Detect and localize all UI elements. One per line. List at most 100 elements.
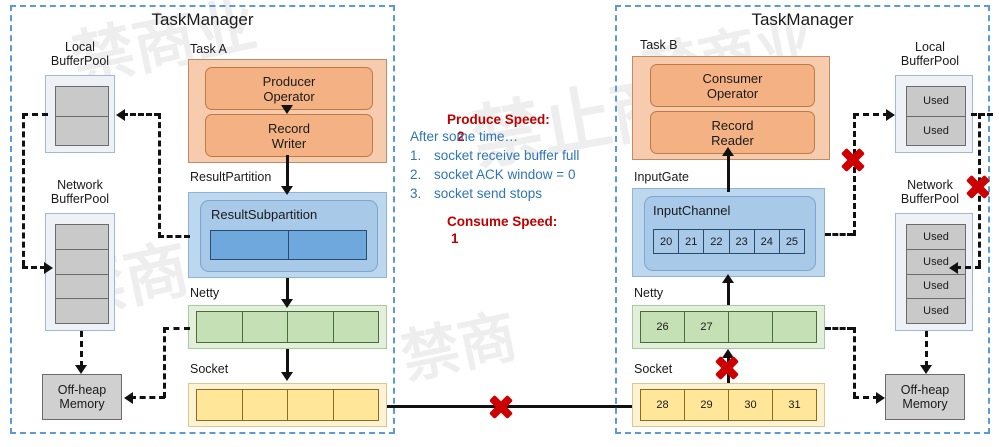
buffer-cell: 24 (754, 230, 780, 253)
right-network-bufferpool-caption-line2: BufferPool (900, 192, 960, 206)
dash-inputgate-to-localpool-v (853, 113, 856, 236)
right-network-bufferpool: Used Used Used Used (895, 213, 973, 331)
dash-right-netty-to-offheap-h2 (853, 396, 879, 399)
dash-partition-to-localpool-h2 (122, 113, 160, 116)
left-netty-cells (196, 311, 379, 343)
pool-cell: Used (907, 250, 965, 275)
blocker-x-icon-right-network-pool-request (965, 174, 991, 200)
left-netty-caption: Netty (190, 286, 220, 300)
dash-networkpool-to-offheap-right-v (925, 331, 928, 367)
dash-netty-to-offheap-arrow (124, 392, 133, 404)
left-producer-operator-line1: Producer (262, 73, 316, 89)
left-network-bufferpool-caption: Network BufferPool (28, 178, 132, 206)
dash-right-netty-to-offheap-h1 (825, 327, 853, 330)
timeline-note-item-text: socket receive buffer full (434, 148, 580, 163)
dash-localpool-to-networkpool-v (22, 113, 25, 266)
right-network-bufferpool-caption: Network BufferPool (878, 178, 982, 206)
arrow-inputgate-to-reader-head (722, 147, 734, 156)
left-taskmanager-panel (10, 5, 395, 434)
arrow-inputgate-to-reader-line (727, 152, 730, 192)
right-local-bufferpool-cells: Used Used (906, 86, 966, 146)
left-network-bufferpool-caption-line2: BufferPool (50, 192, 110, 206)
pool-cell: Used (907, 225, 965, 250)
arrow-writer-to-partition-line (286, 155, 289, 188)
right-socket-caption: Socket (634, 362, 673, 376)
arrow-socket-to-netty-head (722, 349, 734, 358)
right-task-caption: Task B (640, 38, 678, 52)
watermark-5: 禁商 (395, 303, 523, 392)
dash-localpool-to-networkpool-right-h2 (955, 266, 981, 269)
right-network-bufferpool-cells: Used Used Used Used (906, 224, 966, 324)
arrow-partition-to-netty-head (281, 299, 293, 308)
buffer-cell (288, 390, 334, 420)
right-local-bufferpool: Used Used (895, 75, 973, 153)
dash-networkpool-to-offheap-arrow (75, 365, 87, 374)
left-resultsubpartition-label: ResultSubpartition (211, 207, 318, 222)
right-network-bufferpool-caption-line1: Network (907, 178, 953, 192)
dash-localpool-to-networkpool-right-h1 (971, 113, 993, 116)
left-network-bufferpool (45, 213, 115, 331)
buffer-cell: 28 (641, 390, 685, 420)
timeline-note-item: 1. socket receive buffer full (410, 146, 610, 165)
timeline-note-item-text: socket send stops (434, 186, 543, 201)
produce-speed-label: Produce Speed: (447, 112, 550, 127)
arrow-netty-to-inputgate-line (727, 280, 730, 305)
buffer-cell: 26 (641, 312, 685, 342)
arrow-writer-to-partition-head (281, 186, 293, 195)
left-local-bufferpool (45, 75, 115, 153)
right-netty-caption: Netty (634, 286, 664, 300)
right-local-bufferpool-caption-line2: BufferPool (900, 54, 960, 68)
buffer-cell: 23 (729, 230, 755, 253)
buffer-cell (288, 312, 334, 342)
pool-cell (56, 250, 108, 275)
pool-cell (56, 299, 108, 323)
dash-localpool-to-networkpool-h2 (22, 266, 46, 269)
left-taskmanager-title: TaskManager (151, 10, 254, 29)
buffer-cell (197, 390, 243, 420)
right-consumer-operator-line1: Consumer (702, 70, 763, 86)
timeline-note-item-num: 1. (410, 148, 422, 163)
right-consumer-operator-line2: Operator (706, 85, 759, 101)
left-offheap-memory: Off-heap Memory (42, 374, 122, 420)
dash-networkpool-to-offheap-v (80, 331, 83, 367)
buffer-cell (333, 390, 378, 420)
right-taskmanager-title: TaskManager (751, 10, 854, 29)
buffer-cell: 30 (729, 390, 773, 420)
left-producer-operator-line2: Operator (263, 88, 315, 104)
timeline-note-item-num: 3. (410, 186, 422, 201)
buffer-cell (289, 231, 366, 259)
left-resultsubpartition-cells (210, 230, 367, 260)
buffer-cell: 21 (679, 230, 705, 253)
arrow-partition-to-netty-line (286, 278, 289, 302)
consume-speed-value: 1 (451, 231, 459, 246)
right-consumer-operator: Consumer Operator (650, 64, 815, 107)
arrow-producer-to-writer-head (281, 105, 293, 114)
dash-netty-to-offheap-v (163, 327, 166, 398)
right-offheap-memory-line1: Off-heap (900, 383, 950, 397)
right-inputchannel-cells: 20 21 22 23 24 25 (653, 229, 805, 254)
buffer-cell (242, 312, 288, 342)
buffer-cell: 27 (685, 312, 729, 342)
right-netty-cells: 26 27 (640, 311, 817, 343)
buffer-cell: 25 (779, 230, 805, 253)
arrow-netty-to-socket-line (286, 349, 289, 374)
buffer-cell (729, 312, 773, 342)
right-inputchannel-label: InputChannel (653, 203, 731, 218)
left-local-bufferpool-cells (55, 86, 109, 146)
dash-partition-to-localpool-arrow (116, 109, 125, 121)
right-local-bufferpool-caption-line1: Local (915, 40, 945, 54)
consume-speed-line: Consume Speed: 1 (432, 196, 557, 264)
left-record-writer: Record Writer (205, 114, 373, 157)
left-network-bufferpool-caption-line1: Network (57, 178, 103, 192)
dash-localpool-to-networkpool-right-arrow (949, 262, 958, 274)
dash-inputgate-to-localpool-arrow (886, 109, 895, 121)
buffer-cell: 22 (704, 230, 730, 253)
left-producer-operator: Producer Operator (205, 67, 373, 110)
dash-networkpool-to-offheap-right-arrow (920, 365, 932, 374)
blocker-x-icon-right-socket-to-netty (714, 355, 740, 381)
dash-netty-to-offheap-h2 (130, 396, 165, 399)
left-offheap-memory-line2: Memory (59, 397, 105, 411)
blocker-x-icon-network-link (488, 394, 514, 420)
pool-cell (56, 117, 108, 146)
dash-localpool-to-networkpool-h1 (22, 113, 48, 116)
